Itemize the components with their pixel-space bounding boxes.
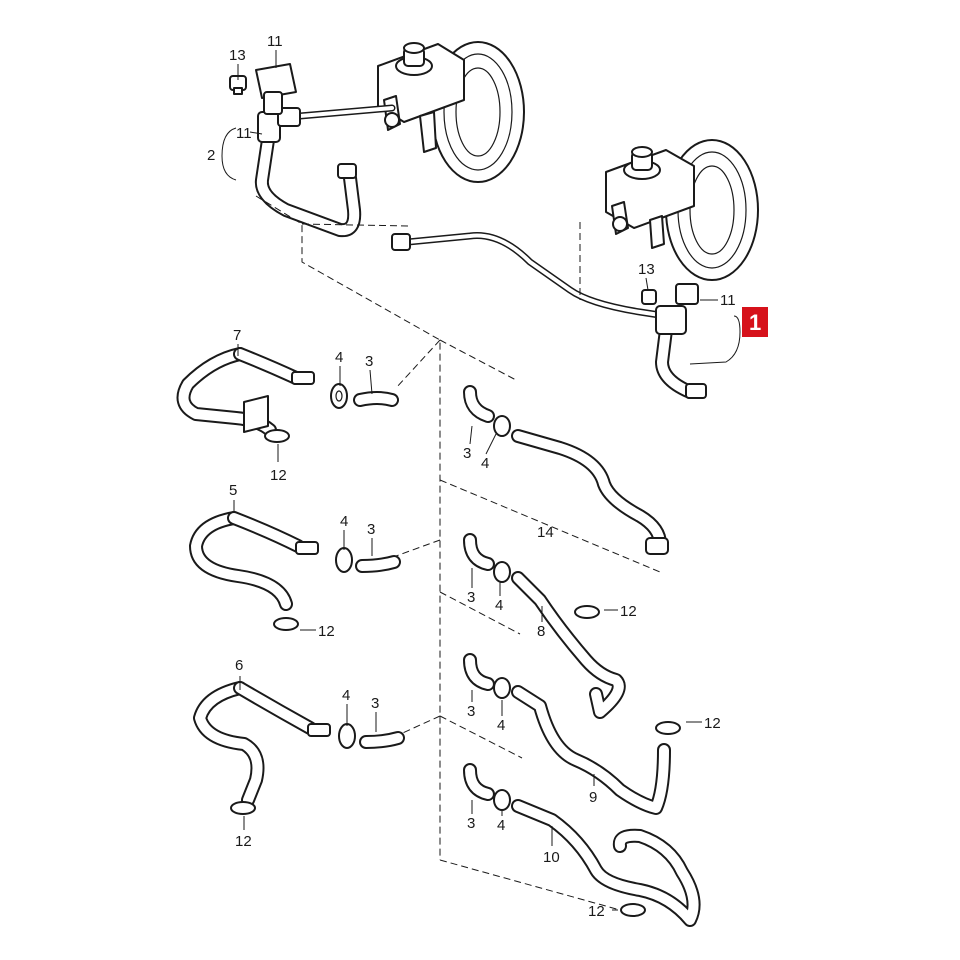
connector-4-g bbox=[493, 789, 511, 811]
elbow-3-g bbox=[463, 763, 495, 801]
hose-8 bbox=[511, 571, 626, 719]
connector-4-a bbox=[330, 383, 348, 409]
leader-lines bbox=[221, 50, 741, 911]
callout-3: 3 bbox=[463, 445, 471, 462]
callout-3: 3 bbox=[367, 521, 375, 538]
callout-11: 11 bbox=[267, 33, 283, 50]
callout-labels: 13 11 11 2 13 11 1 7 4 3 12 3 4 14 5 4 3… bbox=[207, 33, 768, 920]
connector-4-d bbox=[493, 561, 511, 583]
callout-4: 4 bbox=[497, 817, 505, 834]
callout-5: 5 bbox=[229, 482, 237, 499]
callout-3: 3 bbox=[371, 695, 379, 712]
connector-4-f bbox=[493, 677, 511, 699]
callout-4: 4 bbox=[481, 455, 489, 472]
callout-12: 12 bbox=[235, 833, 252, 850]
vacuum-line-long bbox=[391, 232, 707, 399]
elbow-3-d bbox=[463, 533, 495, 571]
callout-2: 2 bbox=[207, 147, 215, 164]
hose-10 bbox=[511, 799, 701, 927]
hose-9 bbox=[511, 685, 681, 815]
callout-12: 12 bbox=[704, 715, 721, 732]
dashed-guides bbox=[255, 195, 661, 911]
elbow-3-c bbox=[355, 555, 401, 573]
callout-4: 4 bbox=[497, 717, 505, 734]
callout-11: 11 bbox=[720, 292, 736, 309]
callout-4: 4 bbox=[335, 349, 343, 366]
hose-14 bbox=[511, 429, 669, 555]
elbow-3-b bbox=[463, 385, 495, 423]
callout-3: 3 bbox=[365, 353, 373, 370]
elbow-3-a bbox=[353, 391, 399, 407]
callout-3: 3 bbox=[467, 589, 475, 606]
callout-11: 11 bbox=[236, 125, 252, 142]
callout-8: 8 bbox=[537, 623, 545, 640]
callout-13: 13 bbox=[638, 261, 655, 278]
brake-servo-upper bbox=[377, 41, 525, 183]
callout-14: 14 bbox=[537, 524, 554, 541]
callout-4: 4 bbox=[342, 687, 350, 704]
brake-servo-lower bbox=[605, 139, 759, 281]
vacuum-line-upper bbox=[229, 63, 396, 238]
hose-assembly-5 bbox=[189, 511, 319, 631]
elbow-3-e bbox=[359, 731, 405, 749]
callout-12: 12 bbox=[620, 603, 637, 620]
callout-6: 6 bbox=[235, 657, 243, 674]
callout-3: 3 bbox=[467, 703, 475, 720]
callout-12: 12 bbox=[270, 467, 287, 484]
callout-13: 13 bbox=[229, 47, 246, 64]
callout-12: 12 bbox=[318, 623, 335, 640]
callout-1: 1 bbox=[749, 310, 761, 335]
hose-assembly-6 bbox=[193, 681, 331, 815]
elbow-3-f bbox=[463, 653, 495, 691]
callout-10: 10 bbox=[543, 849, 560, 866]
callout-1-badge bbox=[742, 307, 768, 337]
callout-3: 3 bbox=[467, 815, 475, 832]
connector-4-e bbox=[338, 723, 356, 749]
callout-7: 7 bbox=[233, 327, 241, 344]
callout-4: 4 bbox=[495, 597, 503, 614]
connector-4-b bbox=[493, 415, 511, 437]
connector-4-c bbox=[335, 547, 353, 573]
callout-9: 9 bbox=[589, 789, 597, 806]
callout-12: 12 bbox=[588, 903, 605, 920]
callout-4: 4 bbox=[340, 513, 348, 530]
hose-assembly-7 bbox=[176, 347, 315, 443]
